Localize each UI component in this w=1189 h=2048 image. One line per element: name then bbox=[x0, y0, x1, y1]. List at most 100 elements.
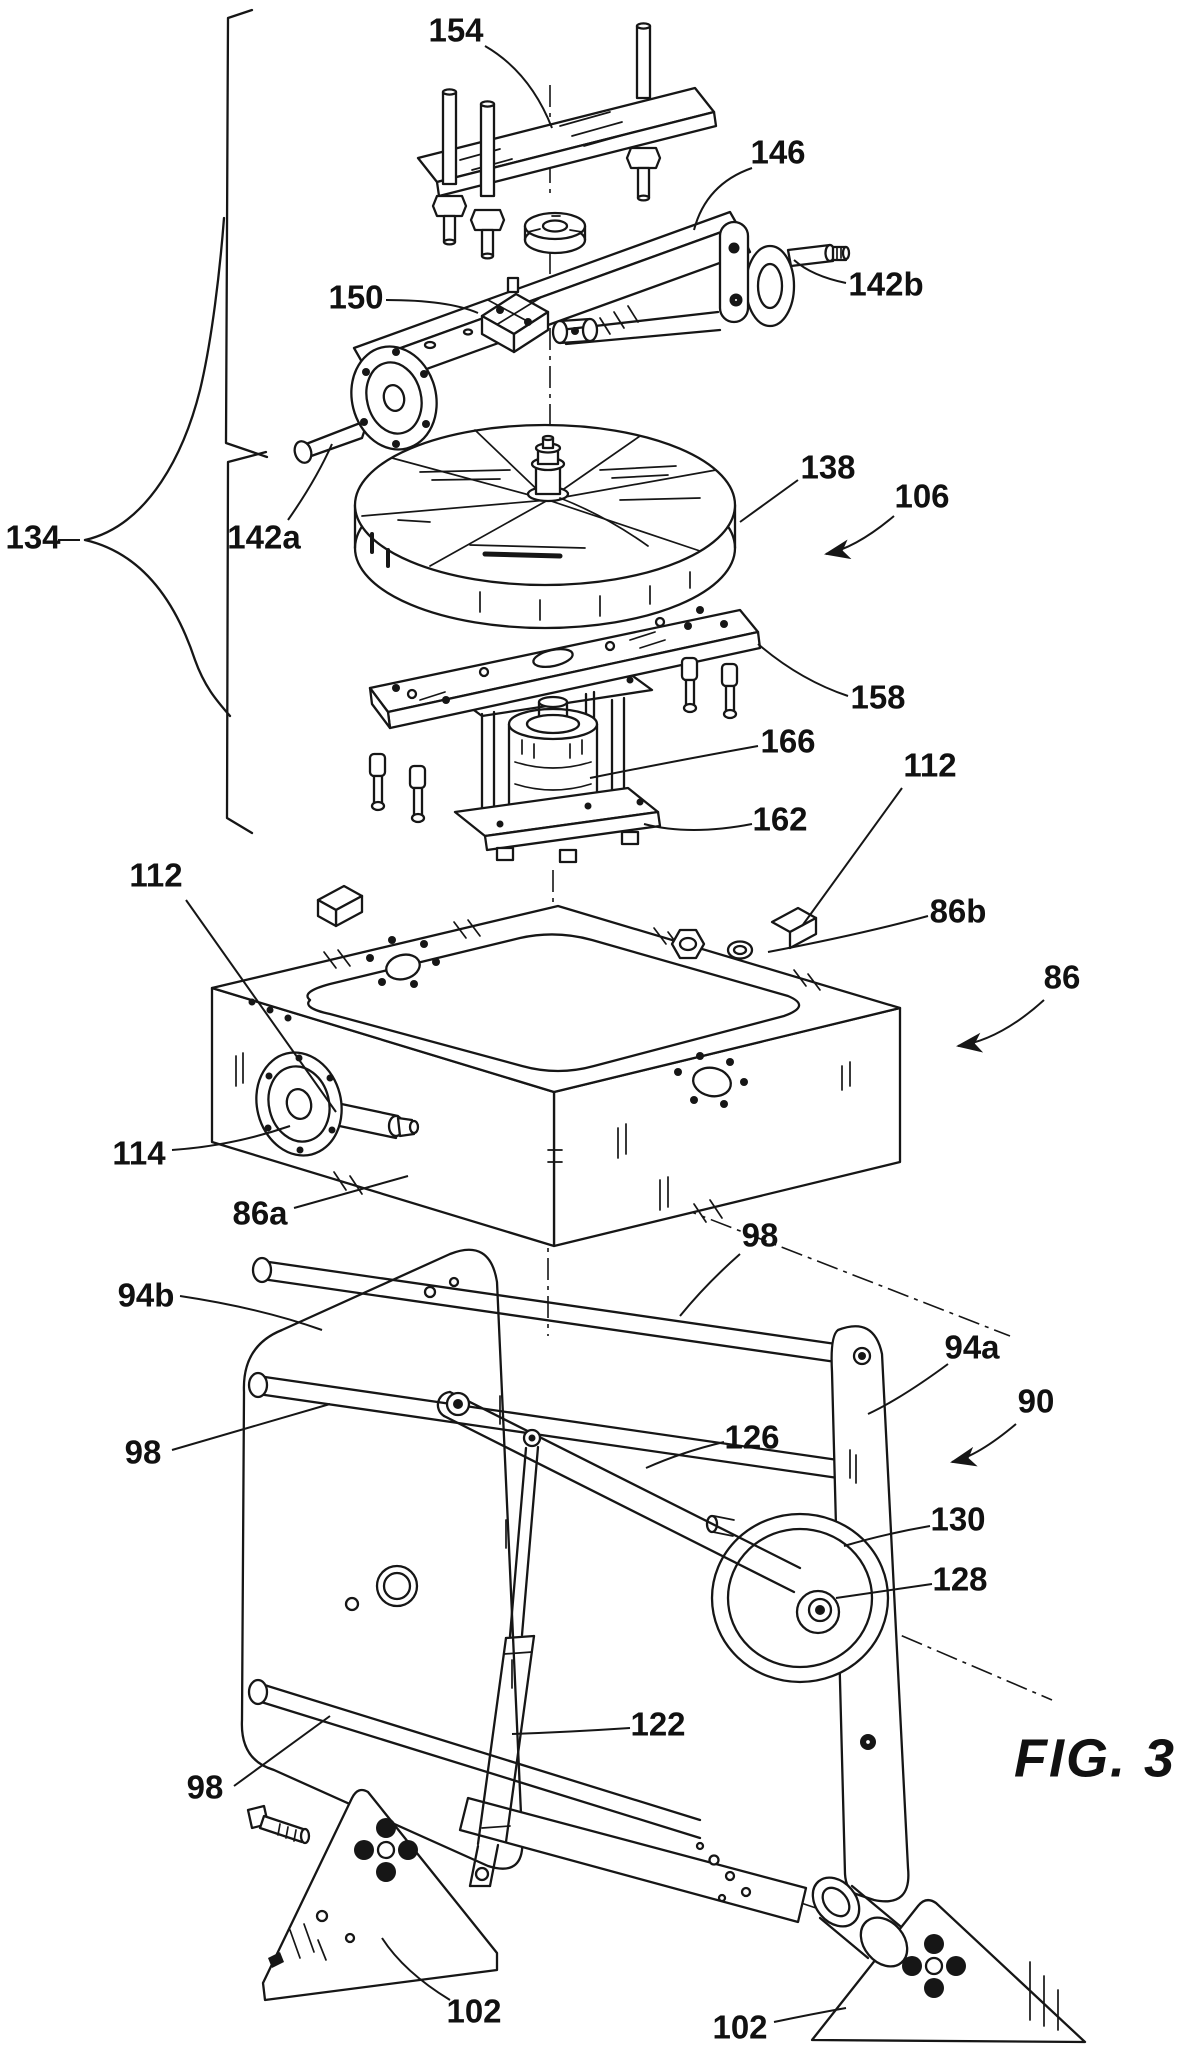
link-arm-126 bbox=[436, 1390, 802, 1594]
pulley-130 bbox=[705, 1512, 890, 1684]
leader-line-86 bbox=[956, 999, 1045, 1053]
leader-line-112R bbox=[801, 787, 903, 927]
ref-label-114: 114 bbox=[112, 1135, 166, 1172]
leader-line-130 bbox=[843, 1525, 931, 1547]
leader-line-90 bbox=[950, 1423, 1017, 1467]
ref-label-94b: 94b bbox=[118, 1277, 175, 1314]
ref-label-112R: 112 bbox=[903, 747, 956, 784]
leader-line-122 bbox=[511, 1727, 631, 1735]
ref-label-154: 154 bbox=[428, 12, 484, 49]
disc-center-knob bbox=[526, 434, 649, 547]
rotor-disc-138 bbox=[353, 423, 737, 630]
ref-label-98BL: 98 bbox=[187, 1769, 224, 1806]
leader-line-142a bbox=[287, 443, 333, 521]
grouping-bracket-upper bbox=[224, 8, 269, 459]
ref-label-162: 162 bbox=[752, 801, 807, 838]
base-plate bbox=[458, 1796, 808, 1924]
ref-label-128: 128 bbox=[932, 1561, 987, 1598]
hex-nut-and-washer bbox=[670, 928, 754, 960]
frame-tube-98-bottom bbox=[247, 1678, 702, 1840]
side-plate-94b-holes bbox=[344, 1276, 513, 1689]
bolt-flower-pattern bbox=[902, 1934, 966, 1998]
ref-label-142b: 142b bbox=[848, 266, 923, 303]
tie-rod-assembly-146 bbox=[293, 210, 851, 464]
leader-line-126 bbox=[645, 1441, 725, 1469]
leader-line-138 bbox=[739, 479, 799, 523]
figure-caption: FIG. 3 bbox=[1014, 1728, 1176, 1788]
flange-shaft-142a bbox=[293, 345, 438, 464]
bolt-circle-right bbox=[674, 1052, 748, 1108]
leader-line-128 bbox=[835, 1583, 933, 1599]
ref-label-86b: 86b bbox=[930, 893, 987, 930]
leader-line-150 bbox=[385, 299, 479, 314]
finger-joint-marks bbox=[235, 919, 851, 1223]
actuator-122 bbox=[468, 1428, 542, 1888]
mounting-plate-158 bbox=[368, 606, 762, 730]
leader-line-114 bbox=[171, 1125, 291, 1151]
pulley-hub-shaft-128 bbox=[795, 1589, 841, 1635]
leader-line-154 bbox=[484, 45, 553, 129]
clamp-plate-154 bbox=[416, 22, 718, 260]
ref-label-86a: 86a bbox=[232, 1195, 288, 1232]
ref-label-86: 86 bbox=[1044, 959, 1081, 996]
leader-line-102L bbox=[381, 1937, 451, 2001]
bolt-flower-pattern bbox=[354, 1818, 418, 1882]
ref-label-94a: 94a bbox=[944, 1329, 1000, 1366]
ref-label-150: 150 bbox=[328, 279, 383, 316]
leader-line-94b bbox=[179, 1295, 323, 1331]
leader-line-146 bbox=[693, 167, 753, 231]
disc-hatching bbox=[397, 465, 701, 559]
stud-bolt bbox=[431, 88, 468, 246]
disc-wall-ticks bbox=[370, 532, 691, 621]
bolt-circle-top bbox=[366, 936, 440, 988]
ref-label-134: 134 bbox=[5, 519, 61, 556]
stud-bolt bbox=[625, 22, 662, 202]
box-top-opening bbox=[306, 933, 801, 1073]
clevis-bearing-142b bbox=[718, 220, 851, 328]
side-plate-94b bbox=[240, 1248, 524, 1870]
ref-label-106: 106 bbox=[894, 478, 949, 515]
ref-label-158: 158 bbox=[850, 679, 905, 716]
leader-line-158 bbox=[757, 643, 849, 697]
shaft-collar bbox=[523, 211, 587, 255]
ref-label-130: 130 bbox=[930, 1501, 985, 1538]
ref-label-122: 122 bbox=[630, 1706, 685, 1743]
leader-line-98BL bbox=[233, 1715, 331, 1787]
leader-line-166 bbox=[589, 745, 759, 779]
enclosure-86 bbox=[210, 884, 902, 1248]
frame-tube-98-middle bbox=[247, 1371, 840, 1480]
stud-bolt bbox=[469, 100, 506, 260]
leader-line-112L bbox=[185, 899, 337, 1113]
corner-block-right bbox=[770, 906, 818, 950]
ref-label-142a: 142a bbox=[227, 519, 301, 556]
leader-line-106 bbox=[824, 515, 895, 560]
ref-label-98L: 98 bbox=[125, 1434, 162, 1471]
leader-line-98L bbox=[171, 1403, 331, 1451]
ref-label-112L: 112 bbox=[129, 857, 182, 894]
loose-bolt bbox=[246, 1804, 311, 1845]
foot-bracket-102-right bbox=[810, 1876, 1087, 2044]
ref-label-102L: 102 bbox=[446, 1993, 501, 2030]
leader-line-162 bbox=[643, 823, 753, 831]
ref-label-138: 138 bbox=[800, 449, 855, 486]
frame-assembly-90 bbox=[240, 1248, 910, 1924]
leader-line-102R bbox=[773, 2007, 847, 2023]
leader-line-86a bbox=[293, 1175, 409, 1209]
cap-screws bbox=[368, 656, 739, 824]
leader-line-98TR bbox=[679, 1253, 741, 1317]
foot-bracket-102-left bbox=[261, 1788, 499, 2002]
ref-label-98TR: 98 bbox=[742, 1217, 779, 1254]
ref-label-166: 166 bbox=[760, 723, 815, 760]
u-joint bbox=[551, 317, 599, 345]
leader-line-86b bbox=[767, 915, 929, 953]
ref-label-146: 146 bbox=[750, 134, 805, 171]
ref-label-102R: 102 bbox=[712, 2009, 767, 2046]
frame-tube-98-top bbox=[251, 1256, 838, 1364]
ref-label-90: 90 bbox=[1018, 1383, 1055, 1420]
corner-block-left bbox=[316, 884, 364, 928]
grouping-brace-134 bbox=[83, 216, 232, 718]
reference-labels: 154 146 150 142b 142a 134 138 106 158 166 162 112 86… bbox=[5, 12, 1080, 2046]
pivot-bushing bbox=[811, 1876, 909, 1968]
